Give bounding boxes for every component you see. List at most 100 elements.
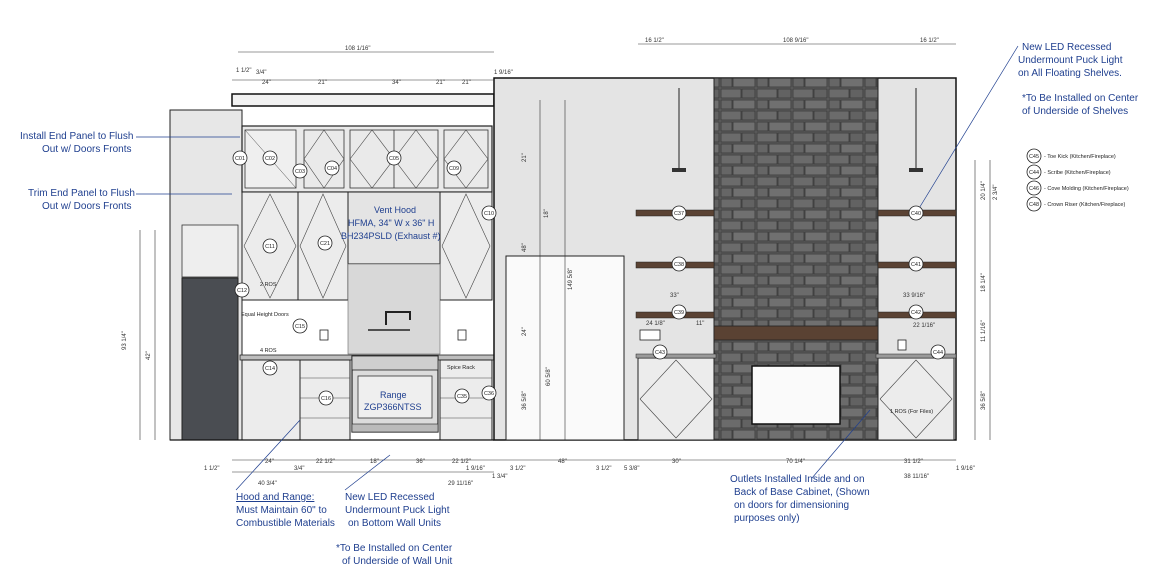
dim-r18: 18 1/4" [981, 273, 987, 292]
note-trim-panel-1: Trim End Panel to Flush [28, 188, 135, 199]
dim-b18: 18" [370, 459, 379, 465]
legend-entry: C46 - Cove Molding (Kitchen/Fireplace) [1026, 180, 1129, 196]
cabinet-tag-circle [481, 385, 497, 401]
cabinet-tag: C21 [317, 235, 333, 251]
leader-lines [136, 45, 1019, 491]
note-trim-panel-2: Out w/ Doors Fronts [42, 201, 131, 212]
cabinet-tag-label: C14 [265, 366, 275, 372]
cabinet-tag-label: C12 [237, 288, 247, 294]
cabinet-tag-label: C10 [484, 211, 494, 217]
cabinet-tag-label: C37 [674, 211, 684, 217]
dim-b29-11-16: 29 11/16" [448, 481, 473, 487]
rows-2-label: 2 ROS [260, 282, 277, 288]
dim-b3-4: 3/4" [294, 466, 304, 472]
cabinet-tag-circle [481, 205, 497, 221]
cabinet-tag-label: C21 [320, 241, 330, 247]
dim-h48: 48" [522, 243, 528, 252]
cabinet-tag: C38 [671, 256, 687, 272]
dim-b3-1-2: 3 1/2" [510, 466, 525, 472]
dim-top-overall-right: 108 9/16" [783, 38, 809, 44]
cabinet-tag-circle [292, 318, 308, 334]
note-hood-range-title: Hood and Range: [236, 492, 314, 503]
legend-text: - Crown Riser (Kitchen/Fireplace) [1044, 202, 1125, 208]
cabinet-tag-label: C11 [265, 244, 275, 250]
legend-text: - Cove Molding (Kitchen/Fireplace) [1044, 186, 1129, 192]
legend-tag-label: C48 [1029, 202, 1039, 208]
dim-h18: 18" [544, 209, 550, 218]
dim-top-left-edge: 16 1/2" [645, 38, 664, 44]
dim-top-1-9-16: 1 9/16" [494, 70, 513, 76]
dim-b1-9-16: 1 9/16" [466, 466, 485, 472]
note-end-panel-2: Out w/ Doors Fronts [42, 144, 131, 155]
note-outlets-1: Outlets Installed Inside and on [730, 474, 865, 485]
dim-top-right-edge: 16 1/2" [920, 38, 939, 44]
note-led-wall-5: of Underside of Wall Unit [342, 556, 452, 567]
dim-top-overall-left: 108 1/16" [345, 46, 371, 52]
vent-hood-label-3: BH234PSLD (Exhaust #) [341, 231, 441, 241]
dim-b1-1-2: 1 1/2" [204, 466, 219, 472]
cabinet-tag-label: C03 [295, 169, 305, 175]
cabinet-tag-label: C36 [484, 391, 494, 397]
cabinet-tag: C02 [262, 150, 278, 166]
note-led-wall-3: on Bottom Wall Units [348, 518, 441, 529]
cabinet-tag: C15 [292, 318, 308, 334]
dim-top-1-1-2: 1 1/2" [236, 68, 251, 74]
vent-hood [347, 191, 441, 265]
cabinet-tag: C03 [292, 163, 308, 179]
cabinet-tag: C05 [386, 150, 402, 166]
cabinet-tag-circle [324, 160, 340, 176]
note-led-shelves-2: Undermount Puck Light [1018, 55, 1123, 66]
item-labels: Vent Hood HFMA, 34" W x 36" H BH234PSLD … [241, 205, 933, 415]
tall-pantry-panel [181, 277, 239, 441]
cabinet-tag-label: C04 [327, 166, 337, 172]
dim-b5-3-8: 5 3/8" [624, 466, 639, 472]
cabinet-tag-circle [386, 150, 402, 166]
cabinet-tag: C16 [318, 390, 334, 406]
dim-w21b: 21" [436, 80, 445, 86]
cabinet-tag-label: C38 [674, 262, 684, 268]
cabinet-tag-circle [232, 150, 248, 166]
cabinet-tag-label: C43 [655, 350, 665, 356]
dim-h42: 42" [146, 351, 152, 360]
legend-entry: C45- Toe Kick (Kitchen/Fireplace) [1026, 148, 1116, 164]
cabinet-tag-circle [908, 205, 924, 221]
cabinet-tag: C43 [652, 344, 668, 360]
dim-r20: 20 1/4" [981, 181, 987, 200]
cabinet-tag: C36 [481, 385, 497, 401]
dim-s22: 22 1/16" [913, 323, 935, 329]
note-led-wall-4: *To Be Installed on Center [336, 543, 453, 554]
cabinet-tag: C09 [446, 160, 462, 176]
note-outlets-4: purposes only) [734, 513, 800, 524]
legend-tag-label: C45 [1029, 154, 1039, 160]
cabinet-tag-label: C01 [235, 156, 245, 162]
dim-b30: 30" [672, 459, 681, 465]
note-led-shelves-4: *To Be Installed on Center [1022, 93, 1139, 104]
dimension-lines [139, 43, 991, 473]
cabinet-tag: C40 [908, 205, 924, 221]
vent-hood-label-1: Vent Hood [374, 205, 416, 215]
cabinet-tag-label: C40 [911, 211, 921, 217]
dim-w21c: 21" [462, 80, 471, 86]
cabinet-tag-label: C35 [457, 394, 467, 400]
cabinet-tag: C39 [671, 304, 687, 320]
cabinet-tag-circle [671, 205, 687, 221]
cabinet-tag: C37 [671, 205, 687, 221]
cabinet-tag-circle [454, 388, 470, 404]
note-outlets-2: Back of Base Cabinet, (Shown [734, 487, 870, 498]
range [351, 355, 439, 433]
cabinet-tag: C14 [262, 360, 278, 376]
note-led-shelves-1: New LED Recessed [1022, 42, 1111, 53]
dim-b38-11-16: 38 11/16" [904, 474, 929, 480]
cabinet-tag-label: C42 [911, 310, 921, 316]
cabinet-tag: C11 [262, 238, 278, 254]
cabinet-tag-circle [908, 256, 924, 272]
cabinet-tag-label: C15 [295, 324, 305, 330]
cabinet-tag-label: C05 [389, 156, 399, 162]
cabinet-tag: C12 [234, 282, 250, 298]
dimension-labels: 108 1/16" 108 9/16" 16 1/2" 16 1/2" 1 1/… [122, 38, 999, 487]
legend-tag-label: C46 [1029, 186, 1039, 192]
kitchen-elevation [169, 93, 495, 441]
dim-w24: 24" [262, 80, 271, 86]
cabinet-tag-circle [930, 344, 946, 360]
